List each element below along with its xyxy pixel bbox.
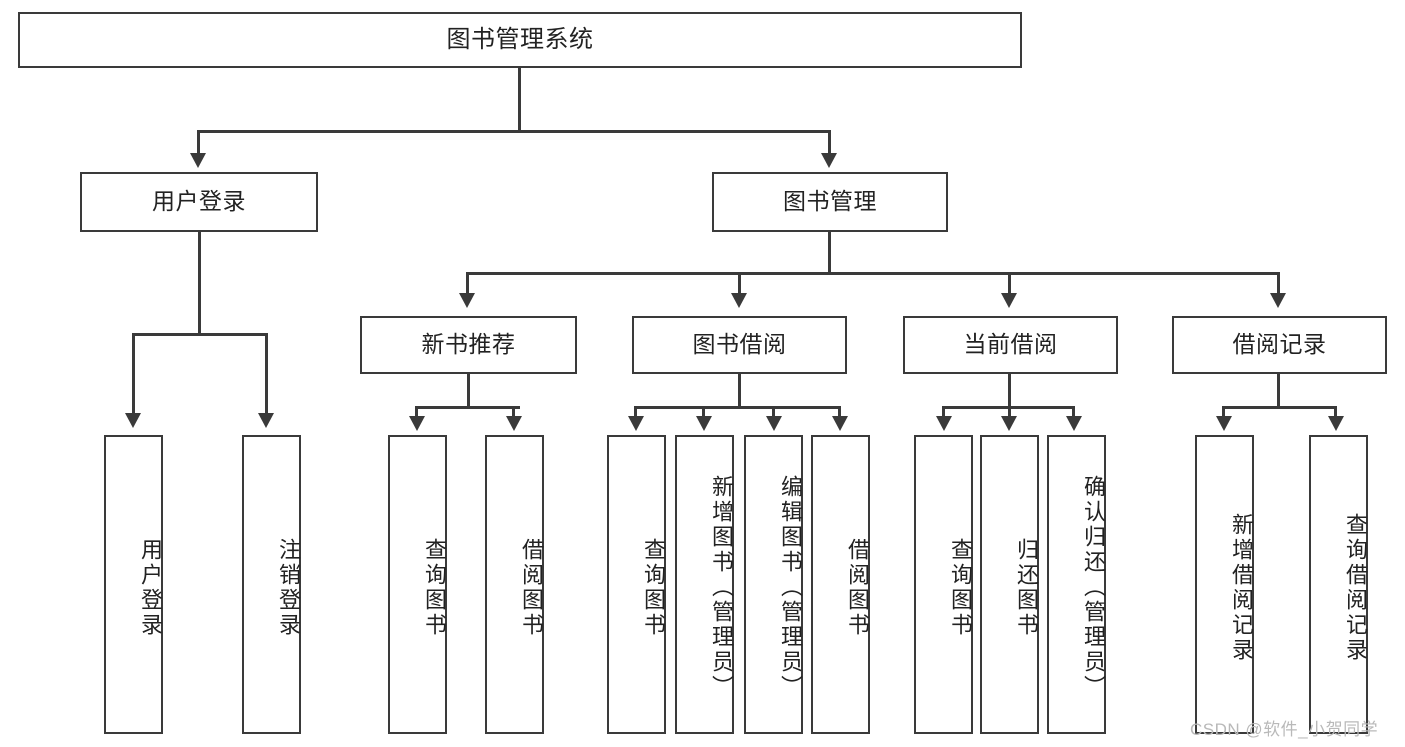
arrow-to-leaf-borrow-book-2 (832, 416, 848, 431)
node-label: 当前借阅 (963, 331, 1058, 358)
edge-br-stem (1277, 374, 1280, 408)
node-new-book-recommend[interactable]: 新书推荐 (360, 316, 577, 374)
leaf-label: 借阅图书 (519, 537, 544, 638)
leaf-label: 借阅图书 (845, 537, 870, 638)
arrow-to-leaf-add-borrow-record (1216, 416, 1232, 431)
arrow-to-leaf-query-book-1 (409, 416, 425, 431)
leaf-query-book-3[interactable]: 查询图书 (914, 435, 973, 734)
arrow-to-leaf-query-book-2 (628, 416, 644, 431)
edge-nbr-stem (467, 374, 470, 408)
edge-br-drop-1 (1222, 406, 1225, 418)
leaf-label: 新增图书（管理员） (709, 475, 734, 700)
leaf-label: 确认归还（管理员） (1081, 475, 1106, 700)
arrow-to-leaf-query-borrow-record (1328, 416, 1344, 431)
leaf-query-borrow-record[interactable]: 查询借阅记录 (1309, 435, 1368, 734)
node-label: 图书借阅 (692, 331, 787, 358)
node-book-management-system[interactable]: 图书管理系统 (18, 12, 1022, 68)
csdn-watermark: CSDN @软件_小贺同学 (1190, 720, 1379, 739)
arrow-to-leaf-query-book-3 (936, 416, 952, 431)
leaf-logout-login[interactable]: 注销登录 (242, 435, 301, 734)
edge-root-bar (197, 130, 831, 133)
edge-cb-drop-1 (942, 406, 945, 418)
arrow-to-leaf-confirm-return (1066, 416, 1082, 431)
leaf-query-book-2[interactable]: 查询图书 (607, 435, 666, 734)
leaf-edit-book[interactable]: 编辑图书（管理员） (744, 435, 803, 734)
leaf-query-book-1[interactable]: 查询图书 (388, 435, 447, 734)
leaf-user-login[interactable]: 用户登录 (104, 435, 163, 734)
edge-bb-drop-2 (702, 406, 705, 418)
leaf-add-borrow-record[interactable]: 新增借阅记录 (1195, 435, 1254, 734)
node-label: 新书推荐 (421, 331, 516, 358)
arrow-to-leaf-add-book (696, 416, 712, 431)
leaf-label: 注销登录 (276, 537, 301, 638)
edge-bb-bar (634, 406, 841, 409)
node-label: 图书管理系统 (446, 25, 594, 53)
node-current-borrow[interactable]: 当前借阅 (903, 316, 1118, 374)
edge-bb-stem (738, 374, 741, 408)
edge-user-login-bar (132, 333, 268, 336)
edge-bm-drop-3 (1008, 272, 1011, 295)
arrow-to-book-borrow (731, 293, 747, 308)
edge-root-to-user-login (197, 130, 200, 155)
edge-root-stem (518, 68, 521, 132)
edge-nbr-drop-1 (415, 406, 418, 418)
arrow-to-leaf-borrow-book-1 (506, 416, 522, 431)
leaf-borrow-book-1[interactable]: 借阅图书 (485, 435, 544, 734)
node-book-management[interactable]: 图书管理 (712, 172, 948, 232)
edge-cb-drop-2 (1008, 406, 1011, 418)
arrow-to-book-management (821, 153, 837, 168)
edge-bb-drop-4 (838, 406, 841, 418)
leaf-label: 新增借阅记录 (1229, 512, 1254, 663)
edge-user-login-stem (198, 232, 201, 335)
arrow-to-leaf-edit-book (766, 416, 782, 431)
arrow-to-new-book-recommend (459, 293, 475, 308)
leaf-label: 查询借阅记录 (1343, 512, 1368, 663)
arrow-to-user-login (190, 153, 206, 168)
leaf-label: 归还图书 (1014, 537, 1039, 638)
edge-user-login-drop-1 (132, 333, 135, 415)
edge-user-login-drop-2 (265, 333, 268, 415)
leaf-return-book[interactable]: 归还图书 (980, 435, 1039, 734)
edge-bb-drop-1 (634, 406, 637, 418)
leaf-label: 用户登录 (138, 537, 163, 638)
edge-book-management-bar (466, 272, 1280, 275)
leaf-borrow-book-2[interactable]: 借阅图书 (811, 435, 870, 734)
arrow-to-leaf-logout-login (258, 413, 274, 428)
node-label: 图书管理 (783, 188, 877, 215)
arrow-to-borrow-record (1270, 293, 1286, 308)
leaf-label: 查询图书 (422, 537, 447, 638)
node-borrow-record[interactable]: 借阅记录 (1172, 316, 1387, 374)
leaf-confirm-return[interactable]: 确认归还（管理员） (1047, 435, 1106, 734)
leaf-label: 编辑图书（管理员） (778, 475, 803, 700)
edge-bm-drop-4 (1277, 272, 1280, 295)
edge-cb-drop-3 (1072, 406, 1075, 418)
edge-nbr-drop-2 (512, 406, 515, 418)
leaf-label: 查询图书 (641, 537, 666, 638)
leaf-add-book[interactable]: 新增图书（管理员） (675, 435, 734, 734)
edge-nbr-bar (415, 406, 520, 409)
edge-cb-stem (1008, 374, 1011, 408)
edge-bb-drop-3 (772, 406, 775, 418)
edge-root-to-book-management (828, 130, 831, 155)
node-label: 借阅记录 (1232, 331, 1327, 358)
arrow-to-current-borrow (1001, 293, 1017, 308)
edge-bm-drop-2 (738, 272, 741, 295)
edge-bm-drop-1 (466, 272, 469, 295)
edge-br-bar (1222, 406, 1337, 409)
edge-br-drop-2 (1334, 406, 1337, 418)
arrow-to-leaf-return-book (1001, 416, 1017, 431)
node-label: 用户登录 (152, 188, 246, 215)
node-user-login[interactable]: 用户登录 (80, 172, 318, 232)
edge-book-management-stem (828, 232, 831, 274)
node-book-borrow[interactable]: 图书借阅 (632, 316, 847, 374)
arrow-to-leaf-user-login (125, 413, 141, 428)
leaf-label: 查询图书 (948, 537, 973, 638)
